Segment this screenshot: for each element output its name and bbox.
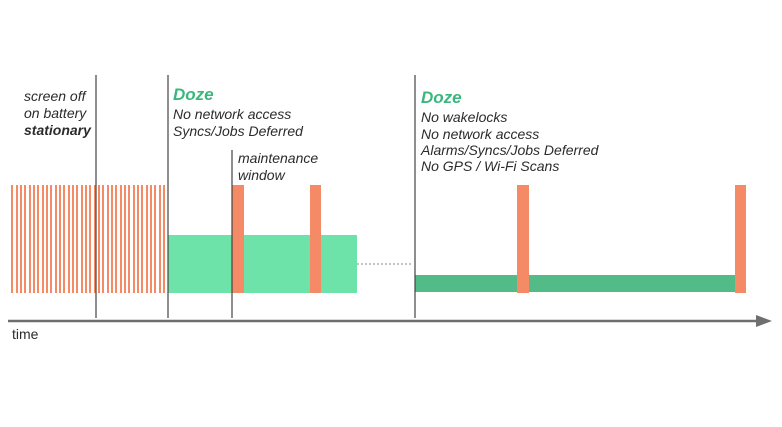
activity-stripe <box>81 185 83 293</box>
activity-stripe <box>115 185 117 293</box>
time-axis-arrowhead <box>756 315 772 327</box>
activity-stripe <box>55 185 57 293</box>
activity-stripe <box>94 185 96 293</box>
activity-stripe <box>76 185 78 293</box>
maintenance-bar-1 <box>232 185 244 293</box>
on-battery-label: on battery <box>24 105 87 121</box>
doze-title-2: Doze <box>421 88 462 107</box>
doze-light-block-3 <box>321 235 357 293</box>
activity-stripe <box>98 185 100 293</box>
doze-light-block-1 <box>168 235 232 293</box>
doze-title-1: Doze <box>173 85 214 104</box>
maintenance-label: maintenance <box>238 150 319 166</box>
maintenance-bar-3 <box>517 185 529 293</box>
doze1-deferred-label: Syncs/Jobs Deferred <box>173 123 303 139</box>
activity-stripe <box>85 185 87 293</box>
window-label: window <box>238 167 285 183</box>
activity-stripe <box>37 185 39 293</box>
doze-deep-band-2 <box>529 275 735 292</box>
activity-stripe <box>72 185 74 293</box>
activity-stripe <box>159 185 161 293</box>
stationary-label: stationary <box>24 122 91 138</box>
activity-stripe <box>111 185 113 293</box>
doze2-no-gps-label: No GPS / Wi-Fi Scans <box>421 158 560 174</box>
activity-stripes <box>11 185 165 293</box>
screen-off-label: screen off <box>24 88 86 104</box>
activity-stripe <box>29 185 31 293</box>
activity-stripe <box>89 185 91 293</box>
maintenance-bar-2 <box>310 185 321 293</box>
activity-stripe <box>46 185 48 293</box>
activity-stripe <box>59 185 61 293</box>
activity-stripe <box>154 185 156 293</box>
activity-stripe <box>33 185 35 293</box>
activity-stripe <box>120 185 122 293</box>
doze2-no-wakelocks-label: No wakelocks <box>421 109 508 125</box>
activity-stripe <box>128 185 130 293</box>
time-axis-label: time <box>12 326 39 342</box>
activity-stripe <box>20 185 22 293</box>
activity-stripe <box>68 185 70 293</box>
activity-stripe <box>107 185 109 293</box>
activity-stripe <box>42 185 44 293</box>
activity-stripe <box>150 185 152 293</box>
activity-stripe <box>24 185 26 293</box>
activity-stripe <box>16 185 18 293</box>
activity-stripe <box>124 185 126 293</box>
activity-stripe <box>63 185 65 293</box>
doze1-no-network-label: No network access <box>173 106 292 122</box>
activity-stripe <box>133 185 135 293</box>
activity-stripe <box>163 185 165 293</box>
doze-light-block-2 <box>244 235 311 293</box>
doze2-no-network-label: No network access <box>421 126 540 142</box>
activity-stripe <box>11 185 13 293</box>
doze2-deferred-label: Alarms/Syncs/Jobs Deferred <box>421 142 599 158</box>
maintenance-bar-4 <box>735 185 746 293</box>
activity-stripe <box>146 185 148 293</box>
activity-stripe <box>50 185 52 293</box>
activity-stripe <box>102 185 104 293</box>
activity-stripe <box>137 185 139 293</box>
doze-deep-band-1 <box>415 275 518 292</box>
activity-stripe <box>141 185 143 293</box>
